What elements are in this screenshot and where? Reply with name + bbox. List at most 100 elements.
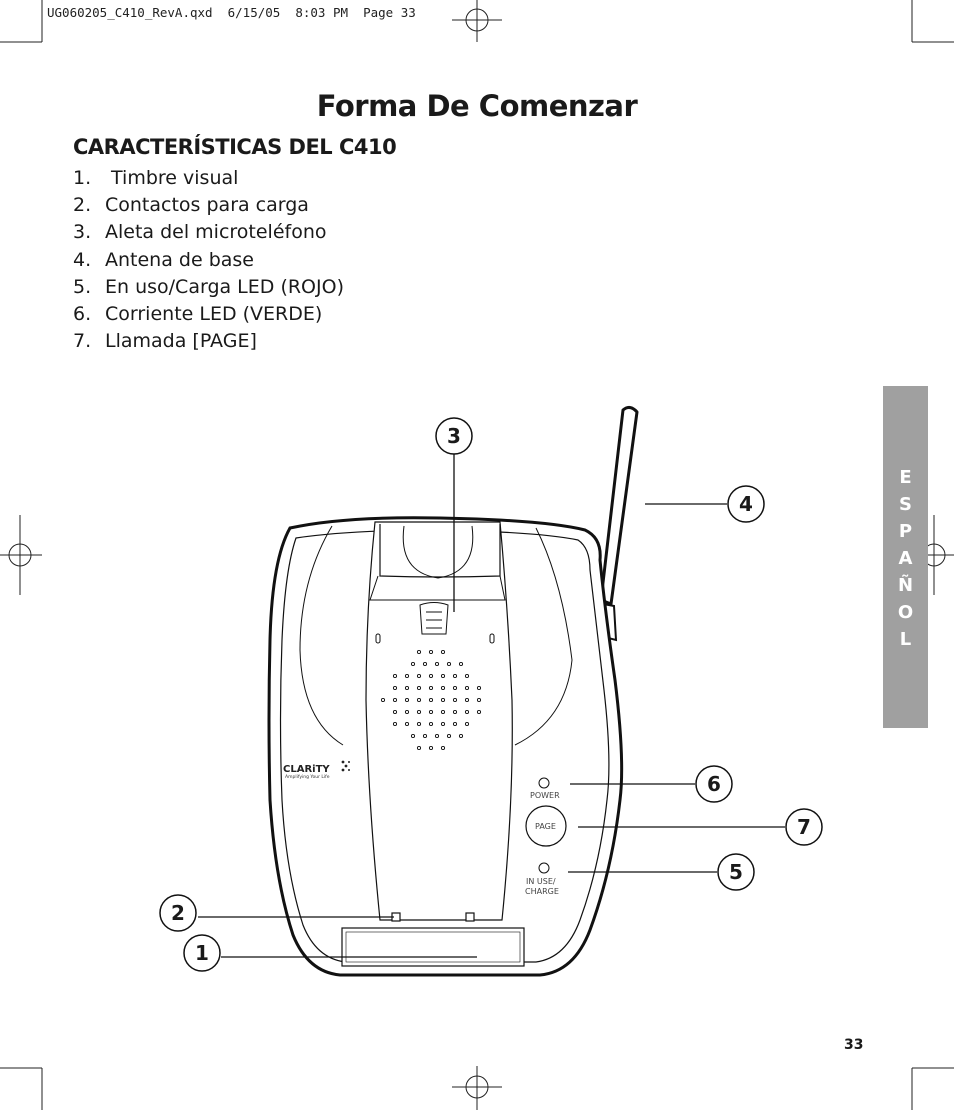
speaker-hole xyxy=(416,649,422,655)
callout-1-label: 1 xyxy=(195,941,209,965)
speaker-hole xyxy=(404,685,410,691)
speaker-hole xyxy=(404,721,410,727)
brand-tagline: Amplifying Your Life xyxy=(285,774,330,780)
visual-ringer xyxy=(341,927,525,967)
speaker-hole xyxy=(446,661,452,667)
speaker-hole xyxy=(440,649,446,655)
charge-label: CHARGE xyxy=(525,887,559,896)
speaker-hole xyxy=(440,721,446,727)
speaker-hole xyxy=(440,685,446,691)
speaker-hole xyxy=(422,661,428,667)
speaker-hole xyxy=(452,709,458,715)
speaker-hole xyxy=(422,733,428,739)
list-item: 5.En uso/Carga LED (ROJO) xyxy=(73,275,344,298)
language-tab-letter: L xyxy=(899,629,912,650)
callout-3 xyxy=(435,417,473,455)
speaker-hole xyxy=(428,697,434,703)
charge-contact xyxy=(465,912,475,922)
callout-7-label: 7 xyxy=(797,815,811,839)
speaker-hole xyxy=(476,709,482,715)
list-item: 1. Timbre visual xyxy=(73,167,239,189)
callout-6-label: 6 xyxy=(707,772,721,796)
speaker-hole xyxy=(452,721,458,727)
registration-mark-left xyxy=(0,515,42,595)
speaker-hole xyxy=(464,709,470,715)
speaker-hole xyxy=(446,733,452,739)
speaker-hole xyxy=(452,673,458,679)
language-tab-letter: P xyxy=(898,521,913,542)
speaker-hole xyxy=(452,697,458,703)
speaker-hole xyxy=(440,697,446,703)
speaker-hole xyxy=(416,721,422,727)
feature-list: 1. Timbre visual 2.Contactos para carga … xyxy=(73,166,344,356)
print-slug: UG060205_C410_RevA.qxd 6/15/05 8:03 PM P… xyxy=(47,5,416,20)
speaker-hole xyxy=(428,745,434,751)
list-item: 4.Antena de base xyxy=(73,248,254,271)
page-number: 33 xyxy=(844,1037,864,1053)
speaker-hole xyxy=(404,673,410,679)
speaker-hole xyxy=(464,721,470,727)
speaker-hole xyxy=(458,733,464,739)
callout-7 xyxy=(785,808,823,846)
brand-mark xyxy=(341,760,350,772)
speaker-hole xyxy=(404,709,410,715)
section-heading: CARACTERÍSTICAS DEL C410 xyxy=(73,135,397,159)
speaker-hole xyxy=(464,697,470,703)
speaker-hole xyxy=(434,661,440,667)
speaker-hole xyxy=(464,685,470,691)
language-tab-letter: E xyxy=(899,467,912,488)
speaker-hole xyxy=(380,697,386,703)
speaker-hole xyxy=(404,697,410,703)
speaker-hole xyxy=(440,673,446,679)
power-led xyxy=(538,777,550,789)
in-use-label: IN USE/ xyxy=(526,877,556,886)
speaker-hole xyxy=(440,709,446,715)
list-item: 7.Llamada [PAGE] xyxy=(73,330,257,353)
callout-3-label: 3 xyxy=(447,424,461,448)
callout-6 xyxy=(695,765,733,803)
brand-logo: CLARiTY xyxy=(283,764,330,775)
callout-5-label: 5 xyxy=(729,860,743,884)
speaker-hole xyxy=(392,721,398,727)
registration-mark-bottom xyxy=(452,1066,502,1110)
speaker-hole xyxy=(392,709,398,715)
language-tab-letter: O xyxy=(897,602,914,623)
handset-flap xyxy=(379,524,501,578)
handset-cradle xyxy=(365,521,513,921)
speaker-hole xyxy=(392,697,398,703)
page-label: PAGE xyxy=(535,822,556,831)
callout-5 xyxy=(717,853,755,891)
page-button xyxy=(525,805,567,847)
speaker-hole xyxy=(410,733,416,739)
speaker-hole xyxy=(428,721,434,727)
page-title: Forma De Comenzar xyxy=(316,89,638,124)
language-tab-letter: S xyxy=(899,494,912,515)
speaker-hole xyxy=(428,709,434,715)
speaker-hole xyxy=(410,661,416,667)
speaker-hole xyxy=(464,673,470,679)
power-label: POWER xyxy=(530,791,560,800)
speaker-hole xyxy=(458,661,464,667)
speaker-hole xyxy=(434,733,440,739)
speaker-hole xyxy=(392,673,398,679)
speaker-hole xyxy=(416,673,422,679)
speaker-hole xyxy=(428,649,434,655)
callout-2-label: 2 xyxy=(171,901,185,925)
language-tab: E S P A Ñ O L xyxy=(883,386,928,728)
speaker-hole xyxy=(416,709,422,715)
in-use-led xyxy=(538,862,550,874)
registration-mark-top xyxy=(452,0,502,42)
list-item: 6.Corriente LED (VERDE) xyxy=(73,302,323,325)
callout-2 xyxy=(159,894,197,932)
speaker-hole xyxy=(416,745,422,751)
speaker-hole xyxy=(476,685,482,691)
antenna xyxy=(599,405,639,606)
speaker-hole xyxy=(392,685,398,691)
callout-1 xyxy=(183,934,221,972)
language-tab-letter: A xyxy=(898,548,913,569)
speaker-hole xyxy=(452,685,458,691)
speaker-hole xyxy=(416,697,422,703)
speaker-hole xyxy=(476,697,482,703)
callout-4 xyxy=(727,485,765,523)
